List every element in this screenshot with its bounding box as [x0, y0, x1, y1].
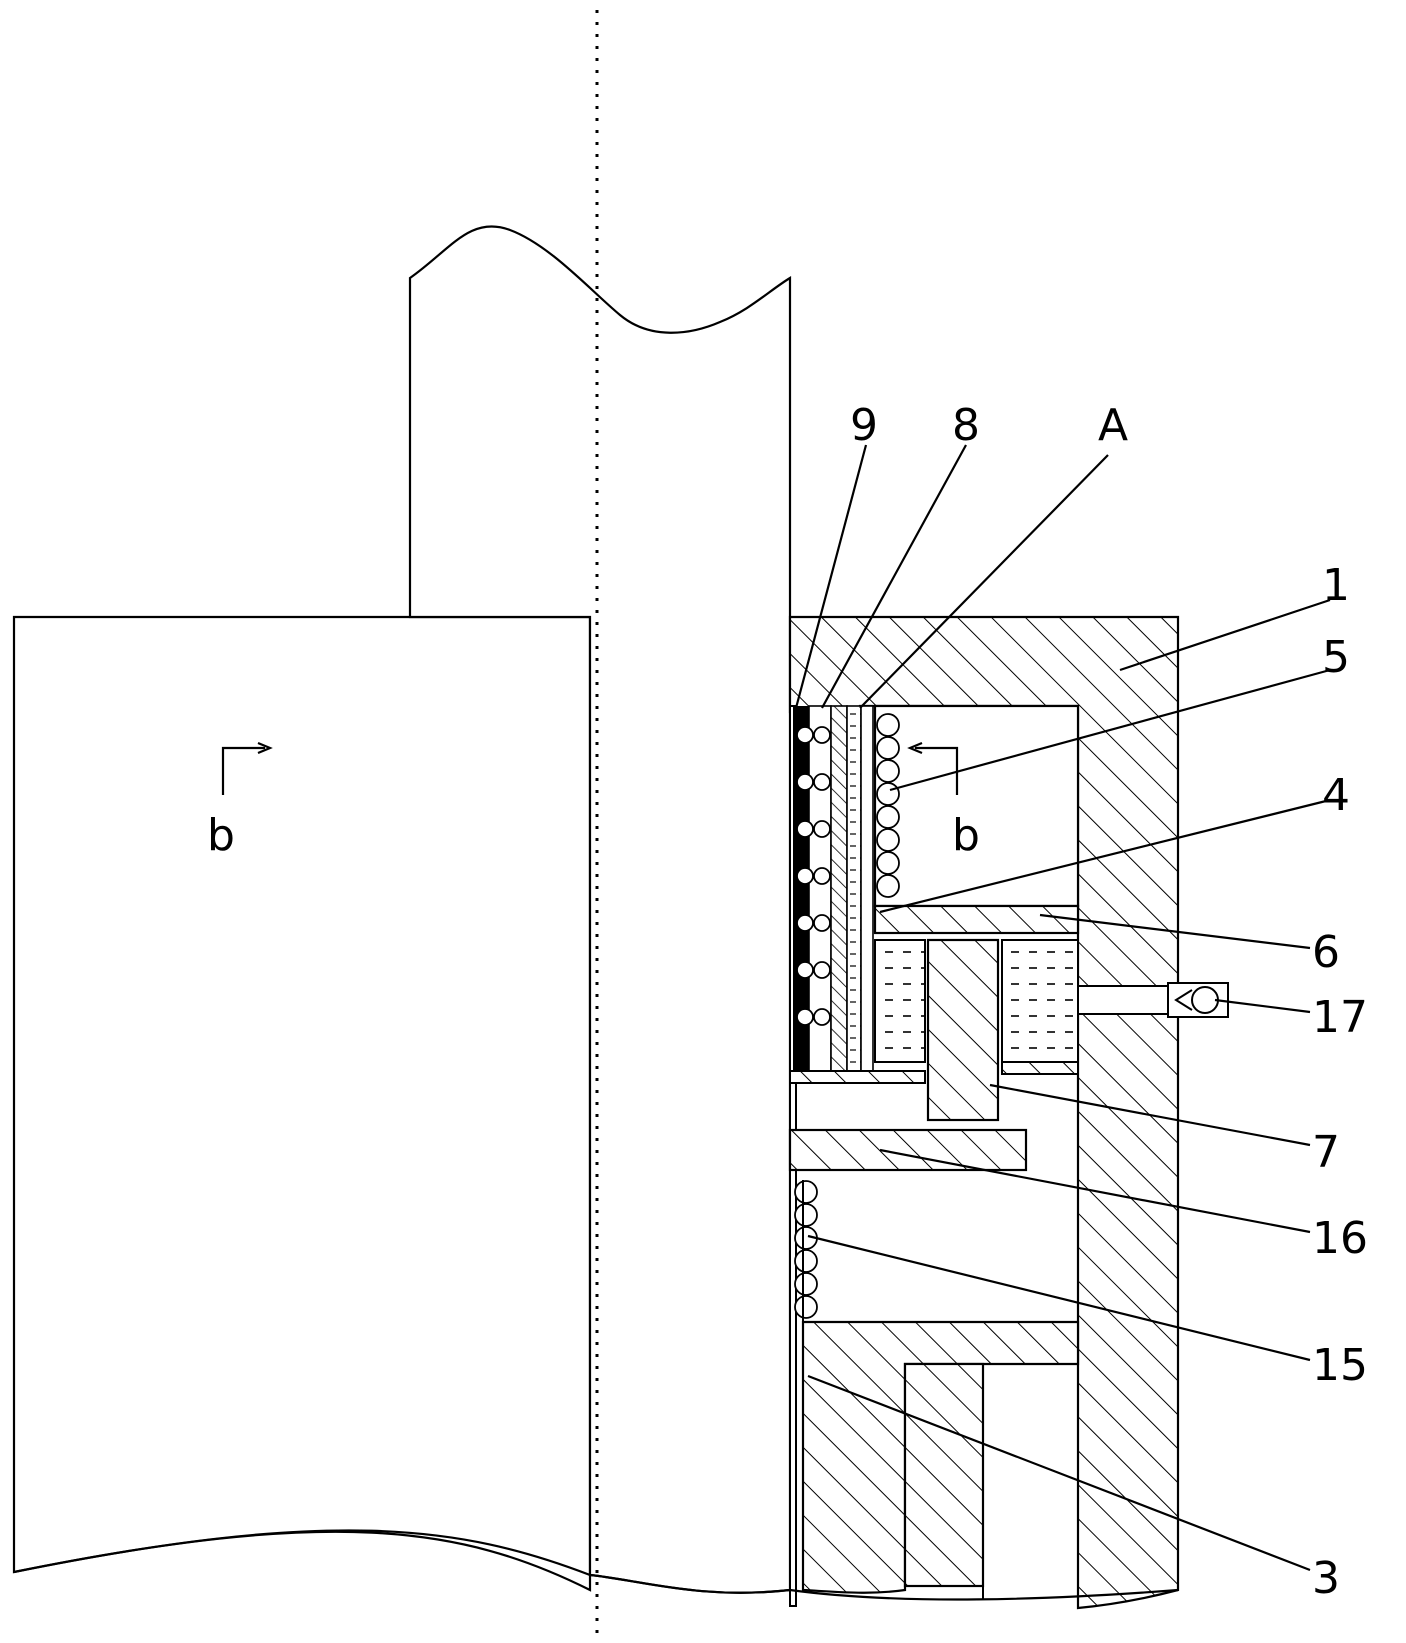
valve-pipe: [1078, 986, 1170, 1014]
ball: [814, 1009, 830, 1025]
ball: [797, 727, 813, 743]
left-body: [14, 617, 590, 1590]
spring-coil: [877, 783, 899, 805]
inner-sleeve: [831, 706, 847, 1071]
label-6: 6: [1312, 927, 1340, 978]
section-label-left: b: [207, 810, 235, 861]
chamber-floor: [790, 1071, 925, 1083]
ball: [797, 821, 813, 837]
label-3: 3: [1312, 1553, 1340, 1604]
label-17: 17: [1312, 992, 1368, 1043]
sleeve-A: [861, 706, 873, 1071]
plate-16: [790, 1130, 1026, 1170]
ball: [814, 774, 830, 790]
spring-coil: [795, 1181, 817, 1203]
ball: [797, 868, 813, 884]
spring-coil: [795, 1204, 817, 1226]
seal-block: [793, 794, 809, 814]
label-A: A: [1098, 400, 1128, 451]
ball: [797, 915, 813, 931]
label-15: 15: [1312, 1340, 1368, 1391]
ball: [797, 774, 813, 790]
label-5: 5: [1322, 632, 1350, 683]
label-16: 16: [1312, 1213, 1368, 1264]
ball: [797, 1009, 813, 1025]
label-8: 8: [952, 400, 980, 451]
spring-coil: [877, 714, 899, 736]
spring-coil: [877, 852, 899, 874]
valve-ball: [1192, 987, 1218, 1013]
spring-coil: [877, 806, 899, 828]
label-1: 1: [1322, 560, 1350, 611]
spring-15: [795, 1181, 817, 1318]
spring-coil: [877, 829, 899, 851]
spring-coil: [795, 1250, 817, 1272]
ball: [814, 915, 830, 931]
housing-inner-cavity: [875, 706, 1078, 906]
seal-block: [793, 982, 809, 1002]
ball: [814, 821, 830, 837]
ball: [814, 727, 830, 743]
chamber-floor-right: [1002, 1062, 1078, 1074]
seal-block: [793, 747, 809, 767]
spring-coil: [795, 1296, 817, 1318]
ball: [814, 962, 830, 978]
plate-6: [875, 906, 1078, 933]
spring-coil: [877, 875, 899, 897]
spring-coil: [877, 737, 899, 759]
label-4: 4: [1322, 770, 1350, 821]
liquid-chamber-left: [875, 940, 925, 1062]
seal-block: [793, 841, 809, 861]
dashed-strip: [847, 706, 861, 1071]
ball: [814, 868, 830, 884]
piston-7: [928, 940, 998, 1120]
seal-block: [793, 1029, 809, 1049]
label-9: 9: [850, 400, 878, 451]
label-7: 7: [1312, 1127, 1340, 1178]
section-label-right: b: [952, 810, 980, 861]
spring-coil: [877, 760, 899, 782]
seal-block: [793, 935, 809, 955]
liquid-chamber-right: [1002, 940, 1078, 1062]
lower-pillar: [905, 1364, 983, 1586]
seal-block: [793, 888, 809, 908]
spring-coil: [795, 1273, 817, 1295]
ball: [797, 962, 813, 978]
